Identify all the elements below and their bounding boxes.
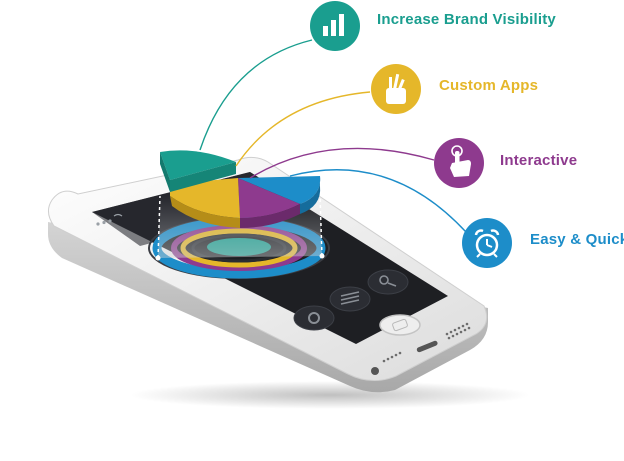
connector-easy (289, 169, 467, 233)
connector-interactive (249, 147, 435, 179)
connector-apps (235, 91, 371, 167)
feature-label-custom-apps: Custom Apps (439, 77, 539, 94)
gear-icon[interactable] (293, 305, 335, 331)
touch-hand-icon (450, 145, 471, 177)
connector-brand (199, 39, 313, 151)
feature-label-brand-visibility: Increase Brand Visibility (377, 11, 556, 28)
screen-controls (293, 269, 409, 331)
feature-bubble-easy (462, 218, 512, 268)
phone-shadow (130, 381, 530, 409)
feature-bubble-apps (371, 64, 421, 114)
status-bar-icons (96, 213, 123, 226)
headphone-jack (371, 367, 379, 375)
alarm-clock-icon (474, 229, 500, 258)
pencil-cup-icon (386, 73, 406, 104)
menu-lines-icon[interactable] (329, 286, 371, 312)
floating-pie-chart (160, 150, 321, 228)
bar-chart-icon (323, 14, 344, 36)
feature-label-interactive: Interactive (500, 152, 578, 169)
feature-bubble-interactive (434, 138, 484, 188)
home-button[interactable] (379, 314, 421, 336)
feature-label-easy-quick: Easy & Quick (530, 231, 624, 248)
feature-bubble-brand (310, 1, 360, 51)
speaker-grille (382, 322, 471, 363)
charging-port (416, 340, 438, 353)
